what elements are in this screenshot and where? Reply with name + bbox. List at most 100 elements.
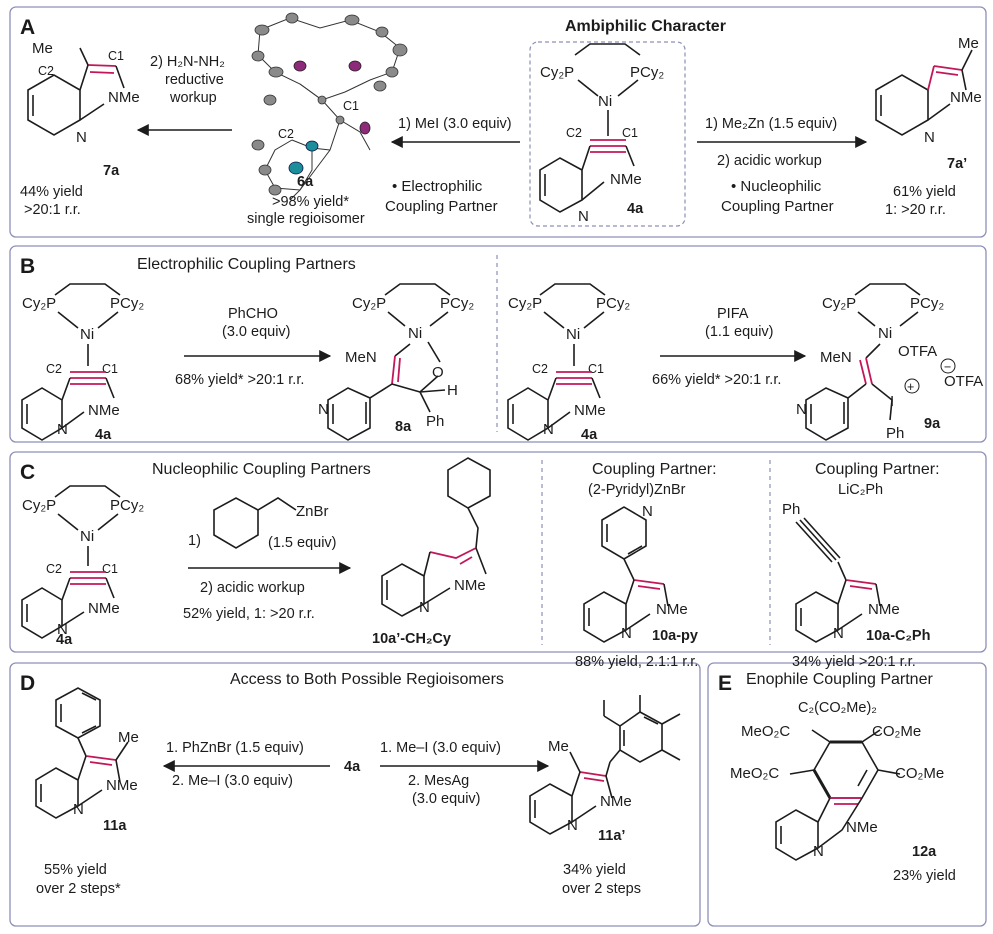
panel-c-label: C — [20, 461, 35, 484]
compound-id-4a-c: 4a — [56, 632, 73, 648]
panel-b-title: Electrophilic Coupling Partners — [137, 256, 356, 273]
zinc-reagent-label: ZnBr — [296, 503, 329, 520]
py-title-2: (2-Pyridyl)ZnBr — [588, 482, 686, 498]
panel-c-title: Nucleophilic Coupling Partners — [152, 461, 371, 478]
compound-id-10a-py: 10a-py — [652, 628, 698, 644]
svg-text:+: + — [907, 380, 914, 394]
nucleophilic-label-1: • Nucleophilic — [731, 178, 822, 195]
phenyl-label: Ph — [782, 501, 800, 518]
cy2p-label: Cy₂P — [822, 295, 856, 312]
ester-upper-right: CO₂Me — [872, 723, 921, 740]
crystal-structure-6a: C1 C2 6a >98% yield* single regioisomer — [247, 12, 408, 227]
panel-a: A Ambiphilic Character Me C2 C1 NMe N 7a… — [9, 6, 987, 238]
pcy2-label: PCy₂ — [596, 295, 630, 312]
svg-text:N: N — [76, 129, 87, 146]
cond-acidic: 2) acidic workup — [717, 153, 822, 169]
nucleophilic-label-2: Coupling Partner — [721, 198, 834, 215]
rr-7a-prime: 1: >20 r.r. — [885, 202, 946, 218]
oxygen-label: O — [432, 364, 444, 381]
nme-label: NMe — [88, 600, 120, 617]
ni-label: Ni — [878, 325, 892, 342]
compound-11a: Me NMe N 11a 55% yield over 2 steps* — [35, 687, 139, 897]
compound-id-11a: 11a — [103, 818, 127, 834]
panel-b-label: B — [20, 255, 35, 278]
yield-12a: 23% yield — [893, 868, 956, 884]
panel-e-reagent: C₂(CO₂Me)₂ — [798, 700, 877, 716]
compound-id-9a: 9a — [924, 416, 941, 432]
otfa-label-2: OTFA — [944, 373, 983, 390]
nme-label: NMe — [88, 402, 120, 419]
compound-id-4a: 4a — [627, 201, 644, 217]
note-11a: over 2 steps* — [36, 881, 121, 897]
compound-4a-c: Cy₂P PCy₂ Ni C2 C1 NMe N — [21, 485, 144, 639]
methyl-label-right: Me — [958, 35, 979, 52]
ester-upper-left: MeO₂C — [741, 723, 790, 740]
c1-label: C1 — [102, 562, 118, 576]
svg-text:N: N — [833, 625, 844, 642]
yield-11a-prime: 34% yield — [563, 862, 626, 878]
compound-id-8a: 8a — [395, 419, 412, 435]
nme-label: NMe — [574, 402, 606, 419]
svg-text:N: N — [318, 401, 329, 418]
panel-b: B Electrophilic Coupling Partners Cy₂P P… — [9, 245, 987, 443]
panel-a-label: A — [20, 16, 35, 39]
panel-e-frame — [707, 662, 987, 927]
svg-text:N: N — [419, 599, 430, 616]
svg-text:N: N — [578, 208, 589, 225]
ni-label: Ni — [598, 93, 612, 110]
c1-label: C1 — [588, 362, 604, 376]
cond-pifa: PIFA — [717, 306, 749, 322]
cond-phznbr: 1. PhZnBr (1.5 equiv) — [166, 740, 304, 756]
note-11a-prime: over 2 steps — [562, 881, 641, 897]
crystal-c2-label: C2 — [278, 127, 294, 141]
compound-7a: Me C2 C1 NMe N 7a 44% yield >20:1 r.r. — [20, 40, 140, 218]
cond-me2zn: 1) Me₂Zn (1.5 equiv) — [705, 116, 837, 132]
center-c1-label: C1 — [622, 126, 638, 140]
compound-id-4a-d: 4a — [344, 759, 361, 775]
ester-lower-left: MeO₂C — [730, 765, 779, 782]
svg-text:N: N — [621, 625, 632, 642]
svg-text:N: N — [642, 503, 653, 520]
otfa-label-1: OTFA — [898, 343, 937, 360]
compound-id-11a-prime: 11a’ — [598, 828, 625, 844]
panel-c-frame — [9, 451, 987, 653]
nme-label: NMe — [846, 819, 878, 836]
compound-id: 4a — [581, 427, 598, 443]
nme-label: NMe — [108, 89, 140, 106]
men-label: MeN — [345, 349, 377, 366]
ni-label: Ni — [80, 528, 94, 545]
c2-label: C2 — [46, 362, 62, 376]
cond-step-1: 1) — [188, 533, 201, 549]
pcy2-label: PCy₂ — [910, 295, 944, 312]
panel-e-label: E — [718, 672, 732, 695]
compound-id-12a: 12a — [912, 844, 937, 860]
c2-label: C2 — [46, 562, 62, 576]
py-title-1: Coupling Partner: — [592, 461, 717, 478]
svg-text:N: N — [924, 129, 935, 146]
ni-label: Ni — [566, 326, 580, 343]
panel-d-frame — [9, 662, 701, 927]
pcy2-label: PCy₂ — [110, 295, 144, 312]
compound-12a: MeO₂C CO₂Me MeO₂C CO₂Me NMe N 12a 23% yi… — [730, 723, 956, 884]
center-nme-label: NMe — [610, 171, 642, 188]
svg-text:N: N — [73, 801, 84, 818]
yield-7a: 44% yield — [20, 184, 83, 200]
cond-reductive: reductive — [165, 72, 224, 88]
cond-pifa-equiv: (1.1 equiv) — [705, 324, 774, 340]
c2ph-title-1: Coupling Partner: — [815, 461, 940, 478]
yield-6a: >98% yield* — [272, 194, 349, 210]
compound-4a-b1: Cy₂P PCy₂ Ni C2 C1 NMe N 4a — [21, 283, 144, 443]
center-c2-label: C2 — [566, 126, 582, 140]
svg-text:N: N — [57, 621, 68, 638]
highlight-box-4a — [529, 41, 686, 227]
result-10a-ch2cy: 52% yield, 1: >20 r.r. — [183, 606, 315, 622]
c2ph-title-2: LiC₂Ph — [838, 482, 883, 498]
yield-7a-prime: 61% yield — [893, 184, 956, 200]
compound-11a-prime: Me NMe N 11a’ 34% yield over 2 steps — [529, 695, 681, 897]
compound-8a: Cy₂P PCy₂ Ni O MeN H Ph N 8a — [318, 283, 474, 441]
crystal-c1-label: C1 — [343, 99, 359, 113]
svg-text:N: N — [813, 843, 824, 860]
compound-id-10a-c2ph: 10a-C₂Ph — [866, 628, 930, 644]
cy2p-label: Cy₂P — [22, 295, 56, 312]
